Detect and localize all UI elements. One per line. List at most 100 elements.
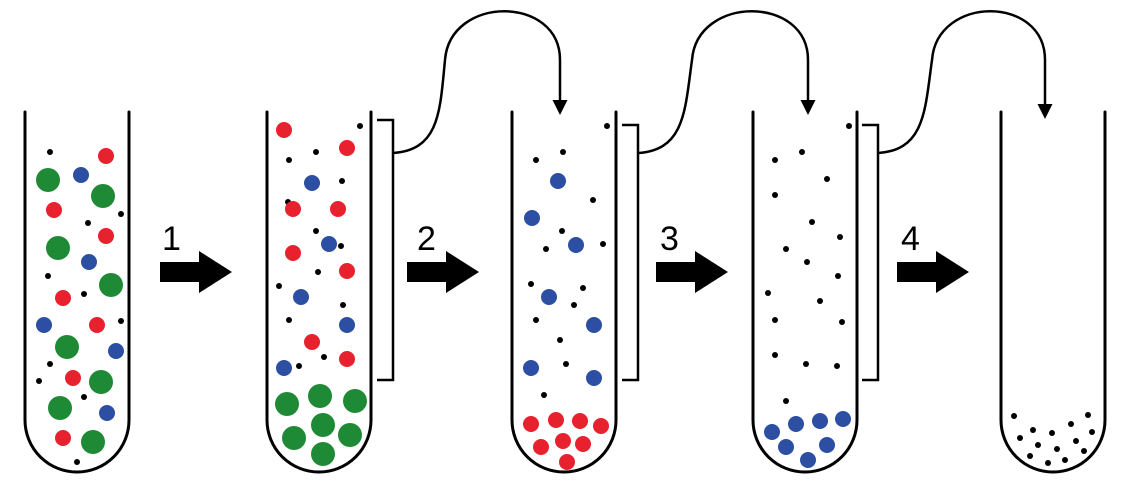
black-particle: [772, 157, 778, 163]
tube-3: [510, 110, 618, 474]
blue-particle: [524, 210, 540, 226]
black-particle: [557, 337, 563, 343]
black-particle: [528, 281, 534, 287]
black-particle: [563, 361, 569, 367]
black-particle: [338, 243, 344, 249]
black-particle: [772, 317, 778, 323]
tube-5: [999, 110, 1107, 474]
black-particle: [45, 273, 51, 279]
black-particle: [809, 219, 815, 225]
green-particle: [55, 335, 79, 359]
red-particle: [98, 148, 114, 164]
blue-particle: [276, 360, 292, 376]
green-particle: [311, 442, 335, 466]
red-particle: [533, 439, 549, 455]
step-label-1: 1: [162, 220, 181, 258]
black-particle: [834, 363, 840, 369]
black-particle: [824, 176, 830, 182]
blue-particle: [73, 167, 89, 183]
red-particle: [523, 416, 539, 432]
black-particle: [783, 398, 789, 404]
black-particle: [839, 319, 845, 325]
green-particle: [308, 384, 332, 408]
black-particle: [313, 228, 319, 234]
black-particle: [321, 354, 327, 360]
black-particle: [1049, 430, 1055, 436]
black-particle: [541, 392, 547, 398]
black-particle: [783, 246, 789, 252]
transfer-arrow-3-to-4: [637, 10, 816, 155]
black-particle: [286, 157, 292, 163]
black-particle: [118, 318, 124, 324]
right-arrow-icon: [656, 251, 728, 293]
black-particle: [837, 234, 843, 240]
black-particle: [571, 302, 577, 308]
blue-particle: [819, 437, 835, 453]
black-particle: [1017, 435, 1023, 441]
step-label-3: 3: [660, 220, 679, 258]
green-particle: [311, 413, 335, 437]
blue-particle: [835, 411, 851, 427]
black-particle: [47, 149, 53, 155]
black-particle: [276, 283, 282, 289]
black-particle: [580, 285, 586, 291]
red-particle: [339, 140, 355, 156]
black-particle: [315, 269, 321, 275]
black-particle: [286, 317, 292, 323]
blue-particle: [586, 370, 602, 386]
black-particle: [533, 317, 539, 323]
black-particle: [559, 228, 565, 234]
black-particle: [765, 290, 771, 296]
black-particle: [590, 197, 596, 203]
tube-2: [265, 110, 373, 474]
red-particle: [285, 201, 301, 217]
blue-particle: [293, 289, 309, 305]
black-particle: [772, 192, 778, 198]
supernatant-bracket-3: [622, 123, 640, 382]
red-particle: [285, 245, 301, 261]
black-particle: [85, 220, 91, 226]
blue-particle: [586, 317, 602, 333]
black-particle: [1062, 457, 1068, 463]
green-particle: [46, 236, 70, 260]
green-particle: [343, 389, 367, 413]
green-particle: [48, 396, 72, 420]
particles: [36, 122, 1095, 470]
black-particle: [835, 273, 841, 279]
black-particle: [803, 361, 809, 367]
right-arrow-icon: [897, 251, 969, 293]
black-particle: [81, 291, 87, 297]
black-particle: [1081, 448, 1087, 454]
black-particle: [799, 149, 805, 155]
black-particle: [1054, 446, 1060, 452]
blue-particle: [812, 413, 828, 429]
black-particle: [47, 361, 53, 367]
green-particle: [36, 168, 60, 192]
green-particle: [89, 370, 113, 394]
green-particle: [275, 392, 299, 416]
tube-4: [751, 110, 859, 474]
black-particle: [1068, 421, 1074, 427]
red-particle: [575, 436, 591, 452]
red-particle: [548, 412, 564, 428]
red-particle: [330, 201, 346, 217]
blue-particle: [81, 254, 97, 270]
blue-particle: [339, 317, 355, 333]
black-particle: [1027, 453, 1033, 459]
blue-particle: [778, 439, 794, 455]
red-particle: [55, 430, 71, 446]
tube-1: [23, 110, 131, 474]
step-label-2: 2: [417, 220, 436, 258]
black-particle: [118, 211, 124, 217]
black-particle: [313, 149, 319, 155]
red-particle: [572, 413, 588, 429]
blue-particle: [541, 289, 557, 305]
green-particle: [91, 184, 115, 208]
green-particle: [338, 423, 362, 447]
blue-particle: [523, 360, 539, 376]
step-label-4: 4: [901, 220, 920, 258]
black-particle: [1035, 442, 1041, 448]
black-particle: [1011, 413, 1017, 419]
blue-particle: [568, 237, 584, 253]
